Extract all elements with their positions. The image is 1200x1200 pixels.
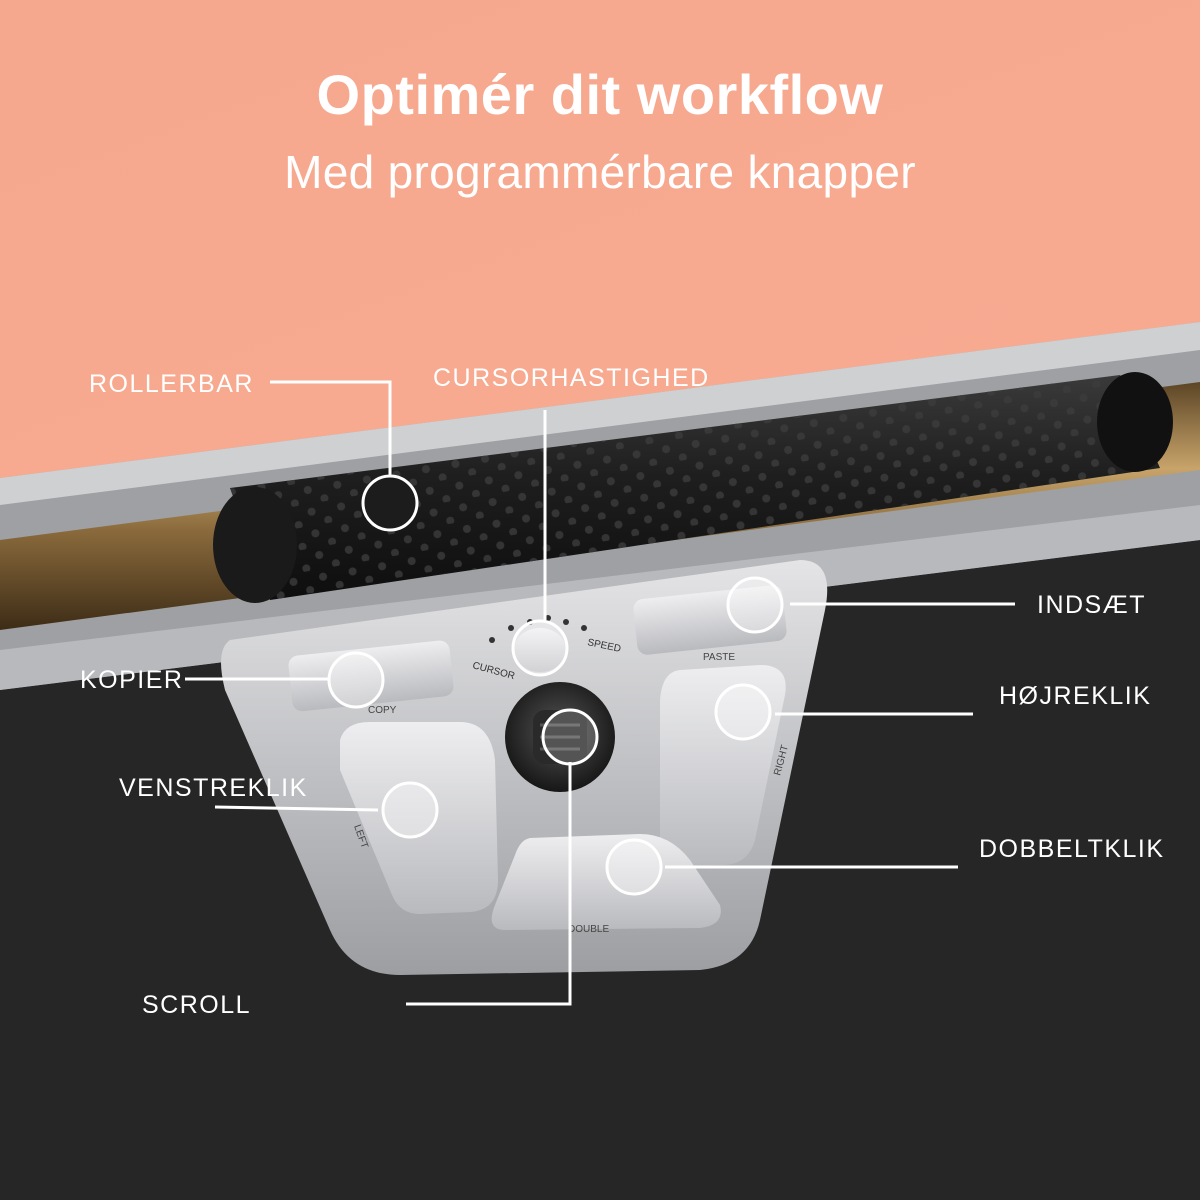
callout-double-click: DOBBELTKLIK — [979, 835, 1165, 863]
left-click-marker — [381, 781, 439, 839]
right-click-key — [660, 665, 786, 866]
callout-rollerbar: ROLLERBAR — [89, 370, 254, 398]
page-title: Optimér dit workflow — [316, 63, 884, 126]
callout-cursor-speed: CURSORHASTIGHED — [433, 364, 710, 392]
callout-scroll: SCROLL — [142, 991, 252, 1019]
right-click-marker — [714, 683, 772, 741]
device-label-copy: COPY — [368, 705, 397, 716]
paste-marker — [726, 576, 784, 634]
page-subtitle: Med programmérbare knapper — [284, 146, 916, 198]
callout-right-click: HØJREKLIK — [999, 682, 1152, 710]
callout-paste: INDSÆT — [1037, 591, 1146, 619]
cursor-speed-marker — [511, 619, 569, 677]
copy-key — [288, 640, 454, 712]
device-label-paste: PASTE — [703, 652, 735, 663]
paste-key — [633, 585, 787, 655]
copy-marker — [327, 651, 385, 709]
callout-lines — [185, 380, 1015, 1006]
left-click-leader — [214, 805, 379, 812]
rollerbar — [213, 372, 1173, 603]
device-label-double: DOUBLE — [568, 924, 609, 935]
rollerbar-marker — [361, 474, 419, 532]
double-click-key — [491, 834, 721, 930]
double-click-marker — [605, 838, 663, 896]
callout-left-click: VENSTREKLIK — [119, 774, 308, 802]
rollerbar-leader — [270, 380, 392, 475]
callout-copy: KOPIER — [80, 666, 184, 694]
callout-markers — [327, 474, 784, 896]
scroll-marker — [541, 708, 599, 766]
scroll-leader — [406, 762, 572, 1006]
speed-button — [514, 628, 566, 672]
left-click-key — [340, 722, 498, 914]
